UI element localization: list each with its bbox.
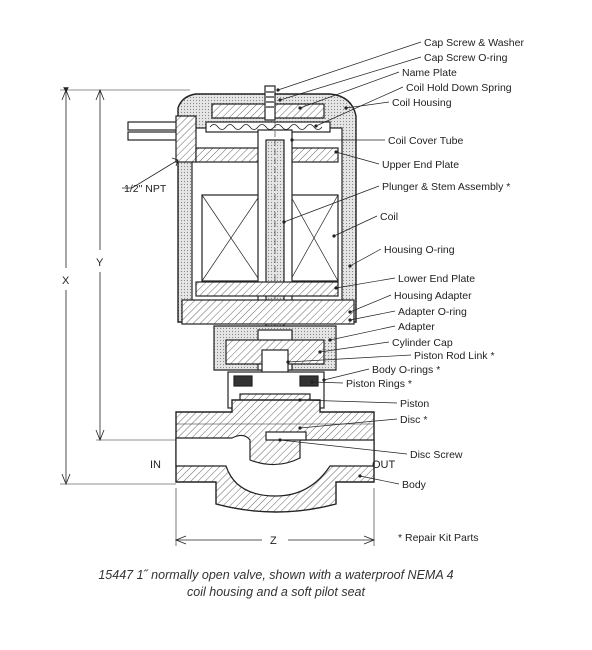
part-label: Coil	[380, 211, 398, 223]
leader-line	[335, 277, 396, 289]
part-label: Adapter O-ring	[398, 306, 467, 318]
leader-line	[311, 381, 344, 384]
repair-kit-note: * Repair Kit Parts	[398, 532, 479, 544]
flow-channel	[175, 434, 375, 497]
leader-arrow-tip	[278, 98, 282, 102]
part-label: Coil Cover Tube	[388, 135, 463, 147]
leader-arrow-tip	[278, 438, 282, 442]
leader-line	[299, 399, 398, 404]
part-label: Body O-rings *	[372, 364, 440, 376]
leader-line	[359, 475, 400, 485]
part-label: Plunger & Stem Assembly *	[382, 181, 510, 193]
leader-line	[299, 71, 400, 109]
part-label: Cap Screw O-ring	[424, 52, 508, 64]
leader-line	[329, 325, 396, 341]
leader-arrow-tip	[348, 310, 352, 314]
housing-adapter	[181, 299, 355, 325]
dimension-y-label: Y	[96, 257, 104, 269]
part-label: Cylinder Cap	[392, 337, 453, 349]
leader-arrow-tip	[310, 380, 314, 384]
part-label: Disc *	[400, 414, 427, 426]
leader-line	[319, 341, 390, 353]
leader-line	[315, 86, 404, 127]
leader-arrow-tip	[318, 350, 322, 354]
caption-line-1: 15447 1˝ normally open valve, shown with…	[98, 568, 454, 582]
leader-arrow-tip	[282, 220, 286, 224]
part-label: Adapter	[398, 321, 435, 333]
part-label: Body	[402, 479, 427, 491]
dimension-x-label: X	[62, 275, 70, 287]
leader-lines	[276, 41, 422, 485]
leader-line	[279, 439, 408, 455]
leader-line	[283, 185, 380, 223]
npt-label: 1/2" NPT	[124, 183, 167, 195]
cap-screw	[264, 85, 276, 121]
part-label: Housing Adapter	[394, 290, 472, 302]
leader-arrow-tip	[286, 360, 290, 364]
inlet-label: IN	[150, 459, 161, 471]
leader-arrow-tip	[298, 106, 302, 110]
npt-conduit	[127, 115, 197, 163]
leader-line	[349, 310, 396, 321]
part-label: Coil Housing	[392, 97, 452, 109]
leader-arrow-tip	[314, 124, 318, 128]
leader-arrow-tip	[298, 398, 302, 402]
part-label: Lower End Plate	[398, 273, 475, 285]
leader-arrow-tip	[276, 88, 280, 92]
leader-line	[345, 101, 390, 109]
lower-end-plate	[195, 281, 339, 297]
leader-line	[323, 368, 370, 381]
part-label: Disc Screw	[410, 449, 463, 461]
leader-line	[349, 248, 382, 267]
leader-arrow-tip	[332, 234, 336, 238]
leader-arrow-tip	[290, 138, 294, 142]
leader-arrow-tip	[348, 318, 352, 322]
leader-line	[333, 215, 378, 237]
valve-body	[175, 399, 375, 513]
leader-line	[349, 294, 392, 313]
part-label: Housing O-ring	[384, 244, 455, 256]
part-label: Coil Hold Down Spring	[406, 82, 512, 94]
valve-drawing	[127, 85, 375, 513]
leader-arrow-tip	[298, 426, 302, 430]
part-label: Name Plate	[402, 67, 457, 79]
leader-arrow-tip	[328, 338, 332, 342]
dimension-z-label: Z	[270, 535, 277, 547]
leader-arrow-tip	[334, 286, 338, 290]
part-label: Piston Rod Link *	[414, 350, 495, 362]
leader-arrow-tip	[358, 474, 362, 478]
leader-line	[279, 56, 422, 101]
leader-line	[287, 354, 412, 363]
part-label: Piston Rings *	[346, 378, 412, 390]
leader-arrow-tip	[322, 378, 326, 382]
part-label: Piston	[400, 398, 429, 410]
leader-line	[277, 41, 422, 91]
leader-arrow-tip	[348, 264, 352, 268]
part-label: Cap Screw & Washer	[424, 37, 524, 49]
dimension-lines	[60, 87, 376, 546]
leader-arrow-tip	[334, 150, 338, 154]
leader-line	[335, 151, 380, 165]
part-label: Upper End Plate	[382, 159, 459, 171]
caption-line-2: coil housing and a soft pilot seat	[187, 585, 365, 599]
leader-arrow-tip	[344, 106, 348, 110]
outlet-label: OUT	[372, 459, 396, 471]
leader-line	[299, 418, 398, 429]
piston-rod-link	[261, 349, 289, 375]
